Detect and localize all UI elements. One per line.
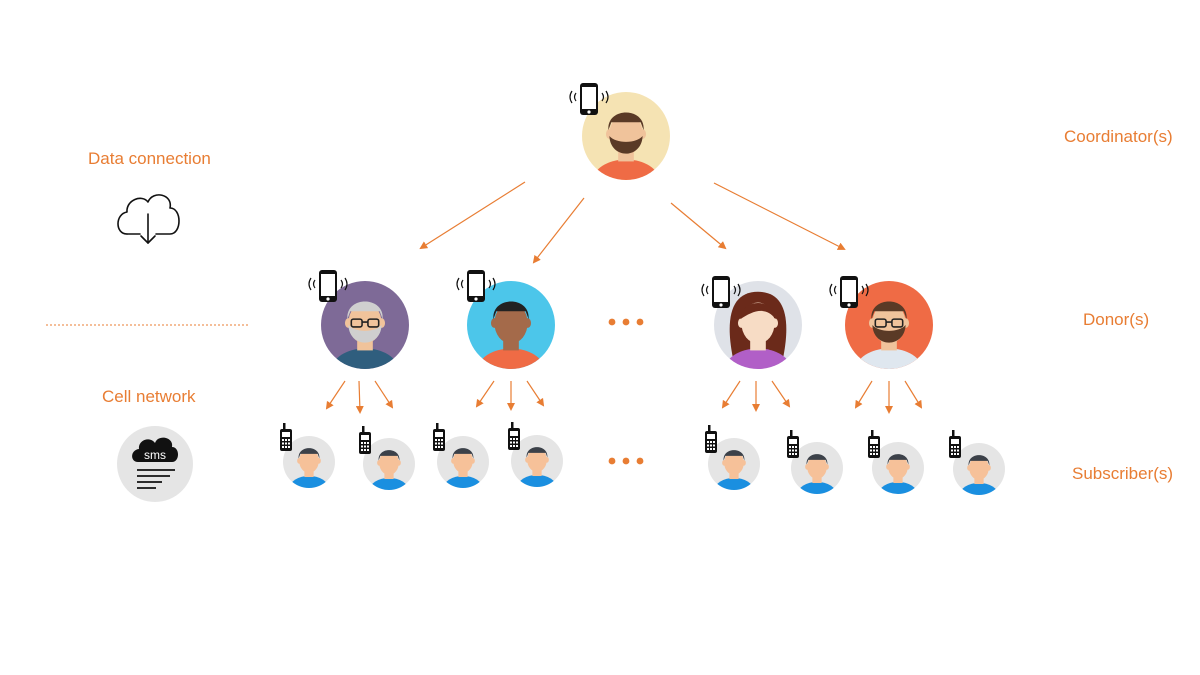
subscriber-feature-phone-icon-1	[280, 423, 292, 451]
arrow	[526, 380, 545, 407]
arrow	[721, 380, 741, 409]
ellipsis-dots	[608, 318, 644, 465]
subscriber-feature-phone-icon-6	[787, 430, 799, 458]
data-connection-label: Data connection	[88, 149, 211, 168]
sms-icon-text: sms	[144, 448, 166, 462]
arrow	[713, 182, 846, 250]
subscriber-avatar-1	[283, 436, 335, 488]
donor-2-smartphone-icon	[456, 270, 496, 302]
donor-4-avatar	[845, 281, 933, 369]
donor-4-smartphone-icon	[829, 276, 869, 308]
subscriber-feature-phone-icon-4	[508, 422, 520, 450]
subscriber-avatar-2	[363, 438, 415, 490]
sms-cloud-icon: sms	[117, 426, 193, 502]
subscriber-avatar-3	[437, 436, 489, 488]
arrow	[374, 380, 394, 409]
subscriber-feature-phone-icon-2	[359, 426, 371, 454]
donor-3-avatar	[714, 281, 802, 369]
subscriber-feature-phone-icon-7	[868, 430, 880, 458]
arrow	[670, 202, 727, 250]
subscriber-avatar-6	[791, 442, 843, 494]
subscriber-avatar-8	[953, 443, 1005, 495]
subscriber-feature-phone-icon-5	[705, 425, 717, 453]
arrow	[532, 197, 585, 264]
arrow	[325, 380, 346, 410]
donor-3-smartphone-icon	[701, 276, 741, 308]
arrow	[419, 181, 526, 250]
coordinator-label: Coordinator(s)	[1064, 127, 1173, 146]
arrow	[771, 380, 791, 408]
coordinator-smartphone-icon	[569, 83, 609, 115]
subscriber-avatar-4	[511, 435, 563, 487]
donor-label: Donor(s)	[1083, 310, 1150, 329]
arrow	[355, 380, 364, 414]
donor-1-smartphone-icon	[308, 270, 348, 302]
donor-1-avatar	[321, 281, 409, 369]
subscriber-feature-phone-icon-3	[433, 423, 445, 451]
arrow	[854, 380, 873, 409]
arrow	[475, 380, 495, 408]
subscriber-avatar-5	[708, 438, 760, 490]
donor-arrows	[325, 380, 923, 414]
coordinator-arrows	[419, 181, 846, 264]
subscriber-avatar-7	[872, 442, 924, 494]
subscriber-feature-phone-icon-8	[949, 430, 961, 458]
cell-network-label: Cell network	[102, 387, 196, 406]
subscriber-label: Subscriber(s)	[1072, 464, 1174, 483]
arrow	[904, 380, 923, 409]
coordinator-avatar	[582, 92, 670, 180]
donor-2-avatar	[467, 281, 555, 369]
cloud-download-icon	[117, 194, 180, 244]
